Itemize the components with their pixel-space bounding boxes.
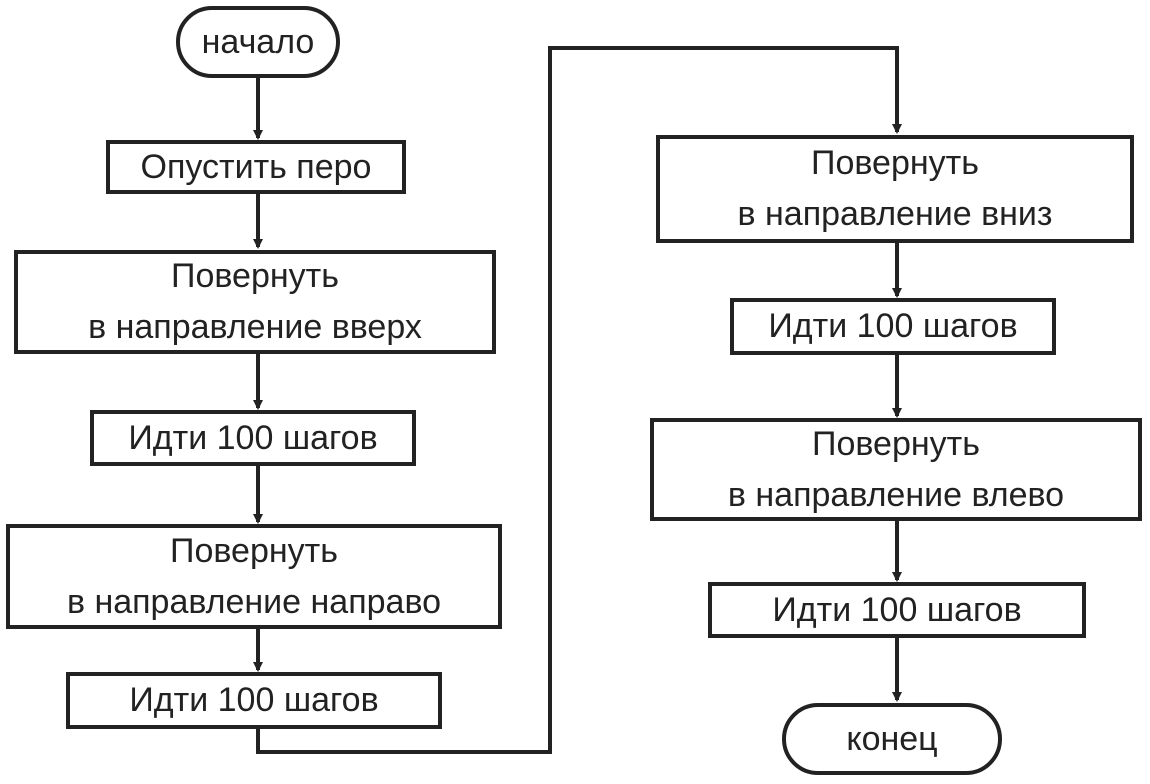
pen-down-label: Опустить перо: [140, 147, 372, 186]
turn-right-line-1: Повернуть: [170, 531, 338, 570]
step-2-label: Идти 100 шагов: [129, 681, 379, 719]
turn-up-line-2: в направление вверх: [88, 308, 422, 346]
end-terminal: конец: [782, 703, 1002, 775]
step-3-label: Идти 100 шагов: [768, 307, 1018, 345]
pen-down-box: Опустить перо: [106, 140, 406, 194]
turn-up-box: Повернуть в направление вверх: [14, 250, 496, 354]
start-label: начало: [201, 22, 315, 61]
step-2-box: Идти 100 шагов: [66, 672, 442, 729]
arrow-step2-to-turn-down: [256, 46, 902, 754]
turn-up-line-1: Повернуть: [171, 257, 339, 295]
step-3-box: Идти 100 шагов: [730, 298, 1056, 355]
turn-left-line-2: в направление влево: [727, 475, 1065, 514]
turn-left-box: Повернуть в направление влево: [650, 418, 1142, 521]
turn-down-box: Повернуть в направление вниз: [656, 135, 1134, 243]
step-4-label: Идти 100 шагов: [772, 590, 1022, 629]
start-terminal: начало: [176, 6, 340, 78]
step-1-box: Идти 100 шагов: [90, 410, 416, 466]
step-1-label: Идти 100 шагов: [128, 418, 378, 457]
end-label: конец: [846, 719, 938, 758]
turn-right-line-2: в направление направо: [66, 582, 442, 621]
turn-down-line-1: Повернуть: [811, 144, 979, 182]
turn-right-box: Повернуть в направление направо: [6, 524, 502, 629]
turn-down-line-2: в направление вниз: [737, 195, 1053, 233]
step-4-box: Идти 100 шагов: [708, 582, 1086, 638]
turn-left-line-1: Повернуть: [812, 424, 980, 463]
